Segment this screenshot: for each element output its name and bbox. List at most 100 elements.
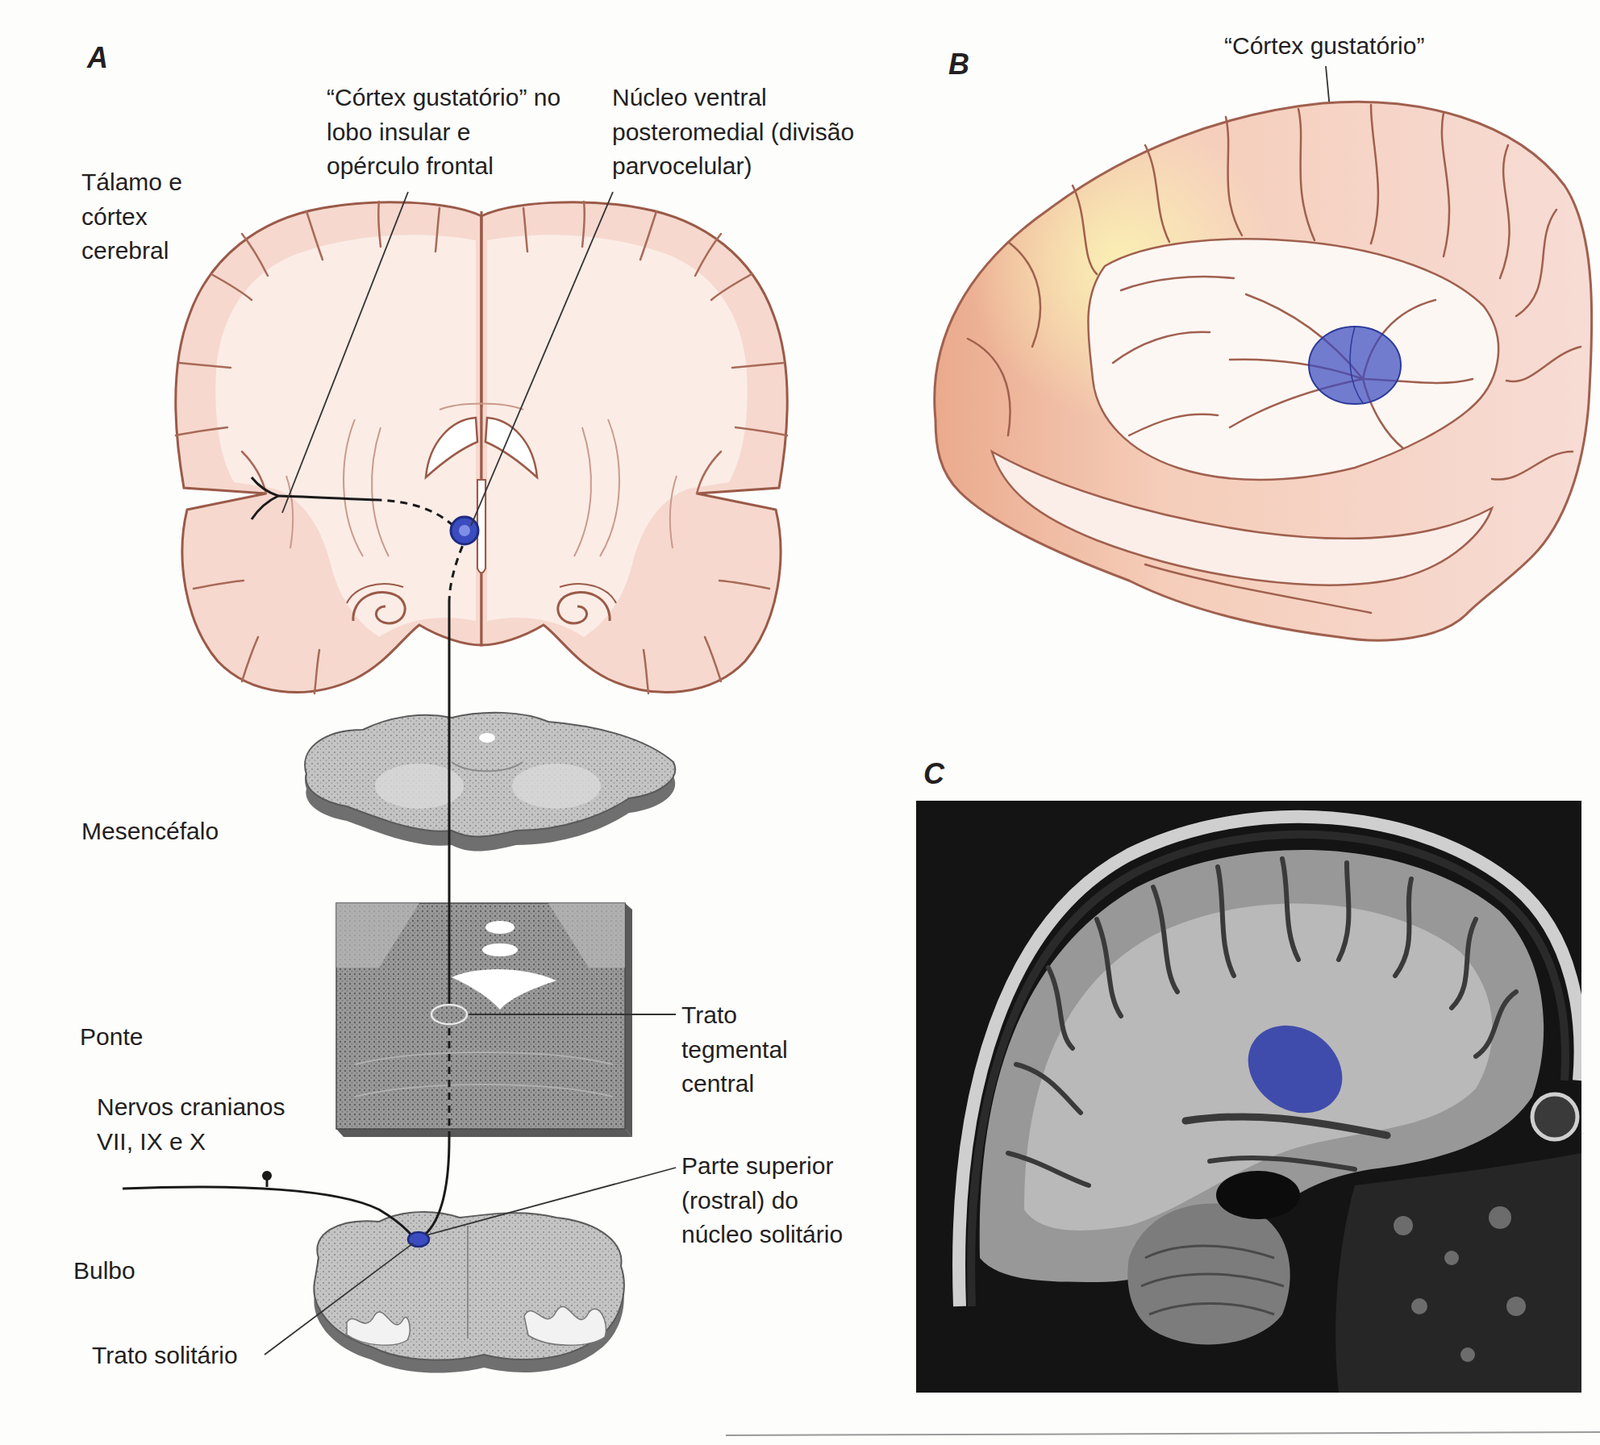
lateral-brain (1370, 104, 1379, 244)
pons-section (336, 1129, 633, 1138)
mri-image (1185, 1116, 1388, 1136)
gustatory-pathway (448, 1024, 451, 1139)
medulla-section (524, 1306, 606, 1346)
pons-section (354, 1084, 613, 1097)
structure-label: Parte superior (rostral) do núcleo solit… (681, 1149, 875, 1253)
lateral-brain (1500, 145, 1510, 279)
pons-section (625, 903, 633, 1138)
basal-ganglia (371, 427, 389, 557)
medulla-section (313, 1212, 624, 1374)
pons-section (485, 920, 515, 934)
sulcus (193, 580, 244, 589)
lateral-brain (928, 96, 1598, 646)
gustatory-pathway (251, 477, 279, 496)
mri-image (1460, 1347, 1475, 1363)
sulcus (211, 274, 252, 300)
structure-label: Nervos cranianos VII, IX e X (96, 1090, 319, 1159)
lateral-brain (1298, 108, 1315, 241)
sulcus (241, 637, 259, 682)
mri-image (1475, 991, 1517, 1057)
sulcus (306, 211, 323, 260)
mri-image (1096, 919, 1121, 1017)
mri-image (1149, 1304, 1275, 1316)
leader-line (264, 1243, 413, 1355)
mri-image (1335, 1153, 1582, 1393)
gustatory-pathway (418, 1138, 450, 1240)
cerebral-hemisphere (481, 201, 788, 694)
mri-image (1338, 862, 1350, 960)
lateral-brain (1008, 241, 1041, 347)
mri-image (1048, 967, 1073, 1049)
mri-image (1506, 1296, 1526, 1317)
mri-image (1127, 1204, 1290, 1346)
lateral-brain (967, 338, 1011, 436)
lateral-brain (1441, 112, 1450, 257)
mri-image (1393, 1206, 1526, 1363)
mri-image (1393, 1216, 1413, 1236)
corpus-callosum (439, 404, 524, 411)
nucleus-marker (450, 516, 479, 545)
mri-image (1141, 1274, 1284, 1287)
mri-image (1488, 1206, 1512, 1230)
mri-image (1016, 1064, 1081, 1113)
lateral-brain (1145, 564, 1371, 613)
pons-section (451, 969, 557, 1010)
lateral-brain (1516, 209, 1557, 317)
lateral-brain (934, 101, 1592, 641)
lateral-ventricle (425, 417, 478, 478)
structure-label: Núcleo ventral posteromedial (divisão pa… (612, 80, 887, 184)
lateral-brain (1350, 326, 1363, 404)
structure-label: “Córtex gustatório” (1224, 29, 1425, 64)
lateral-brain (1120, 276, 1234, 291)
gustatory-area (1231, 1007, 1360, 1131)
mri-image (1209, 1158, 1355, 1170)
nucleus-marker (458, 525, 471, 537)
panel-letter: A (87, 40, 109, 75)
mri-image (1282, 858, 1299, 960)
lateral-brain (1072, 185, 1097, 275)
leader-line (468, 1013, 676, 1016)
lateral-brain (1112, 332, 1210, 363)
sulcus (179, 362, 231, 368)
gustatory-pathway (122, 477, 463, 1240)
sulcus (378, 201, 381, 247)
lateral-brain (967, 104, 1581, 613)
mri-image (1141, 1245, 1284, 1315)
region-label: Tálamo e córtex cerebral (81, 165, 203, 269)
basal-ganglia (286, 419, 389, 557)
lateral-brain (1087, 238, 1499, 480)
hippocampus (353, 592, 405, 624)
mri-image (1451, 919, 1476, 1009)
mri-image (1153, 887, 1178, 992)
structure-label: Trato solitário (91, 1338, 238, 1374)
basal-ganglia (343, 419, 363, 557)
lateral-brain (928, 96, 1598, 646)
midbrain-section (304, 712, 675, 852)
sulcus (435, 208, 440, 252)
mri-image (1444, 1250, 1459, 1266)
mri-image (1145, 1245, 1275, 1259)
pons-section (336, 903, 625, 1130)
mri-image (916, 800, 1582, 1393)
pons-section (548, 903, 625, 968)
pons-section (354, 1052, 613, 1065)
sulcus (314, 650, 320, 694)
pons-section (336, 903, 420, 968)
gustatory-pathway (122, 1187, 413, 1238)
gustatory-pathway (448, 603, 451, 1005)
mri-image (1395, 879, 1412, 976)
midbrain-section (512, 763, 601, 809)
longitudinal-fissure (480, 211, 484, 408)
cerebral-hemisphere (175, 201, 482, 694)
mri-image (1532, 1094, 1578, 1140)
mri-image (1411, 1298, 1428, 1315)
mri-image (916, 800, 1582, 1393)
region-label: Bulbo (73, 1254, 136, 1289)
structure-label: Trato tegmental central (681, 998, 819, 1102)
midbrain-section (479, 733, 496, 743)
panel-letter: C (923, 756, 945, 792)
midbrain-section (304, 712, 675, 838)
leader-line (425, 1167, 676, 1236)
page-edge (725, 1432, 1600, 1436)
